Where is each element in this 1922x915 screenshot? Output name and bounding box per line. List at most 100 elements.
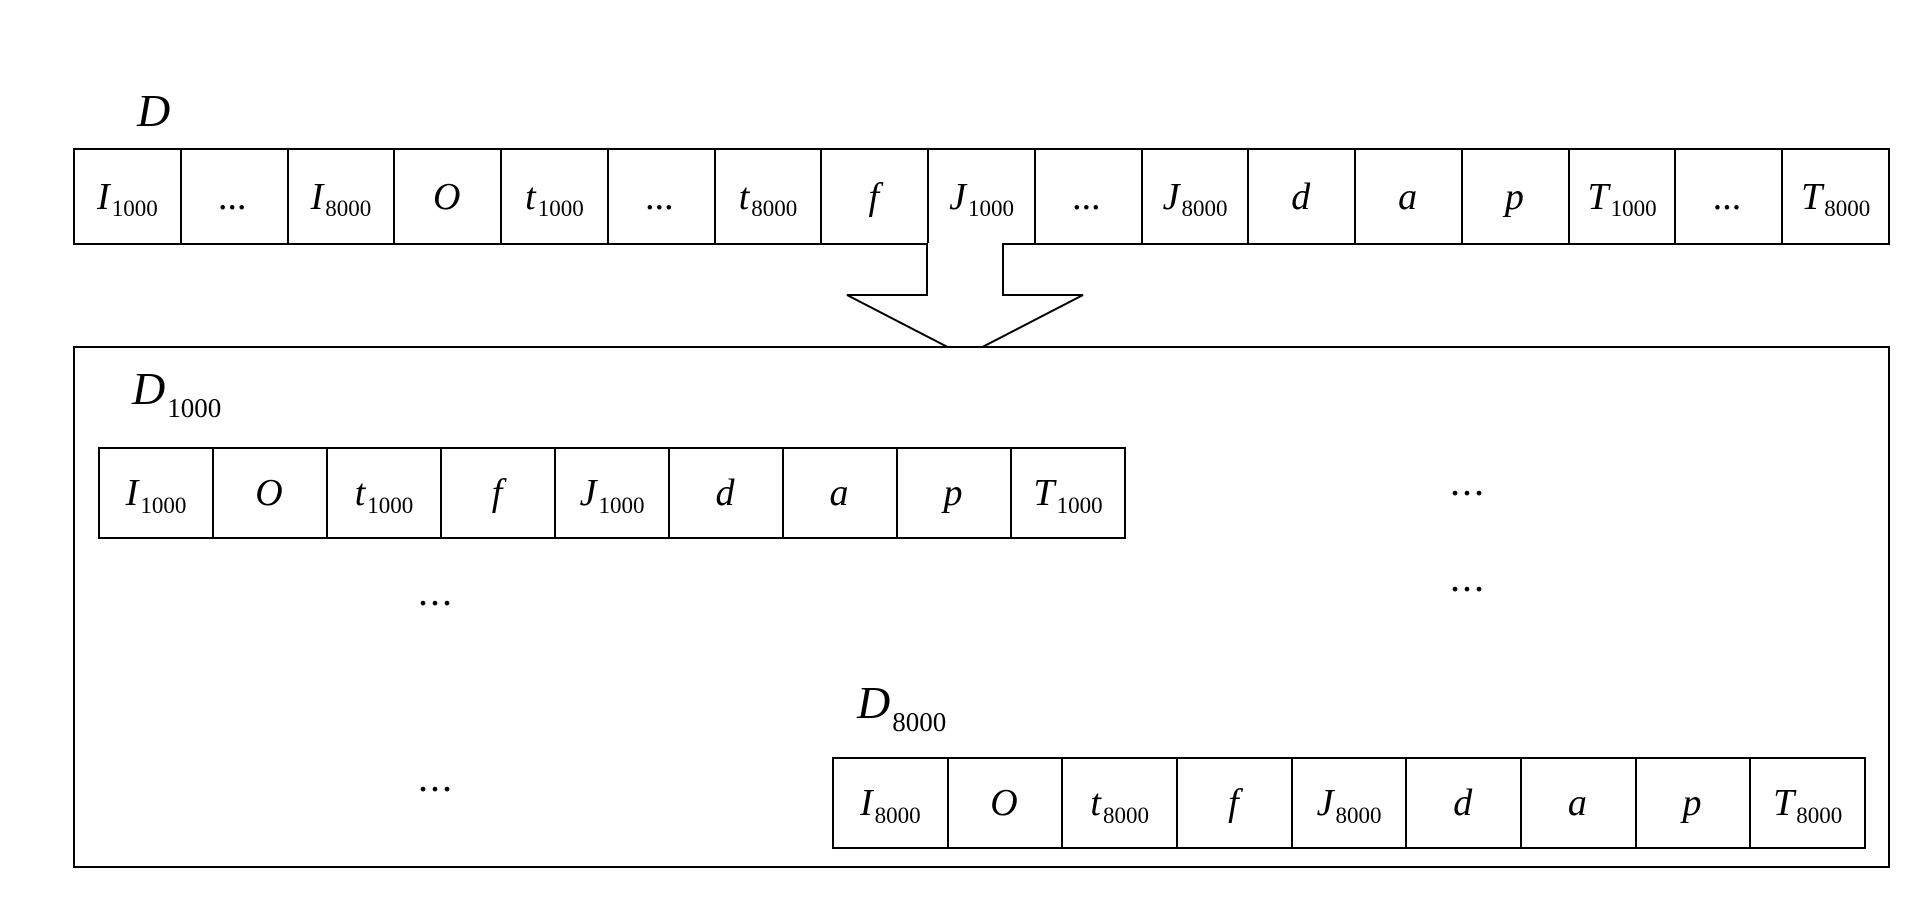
cell-base-text: a [1398,175,1418,218]
cell-base-text: t [1090,782,1101,824]
cell-base-text: f [868,175,880,218]
record-cell: ... [179,148,289,245]
cell-base-text: p [943,472,963,514]
record-cell: f [820,148,930,245]
cell-subscript: 1000 [367,492,414,518]
cell-base-text: ... [1713,175,1743,218]
sub-record-label-subscript: 8000 [892,707,947,737]
cell-base-text: t [738,175,750,218]
cell-base-text: T [1033,472,1055,514]
sub-record-label-d1000: D1000 [132,363,221,422]
cell-subscript: 8000 [1796,802,1843,828]
cell-base-text: I [125,472,139,514]
record-cell: d [1247,148,1357,245]
ellipsis-right-middle: ... [1450,555,1486,600]
cell-subscript: 8000 [1102,802,1149,828]
cell-base-text: t [354,472,366,514]
cell-subscript: 8000 [1181,196,1228,221]
cell-base-text: ... [645,175,675,218]
cell-base-text: f [1228,782,1239,824]
record-cell: p [896,447,1012,539]
record-cell: p [1634,757,1752,849]
record-cell: p [1460,148,1570,245]
record-cell: O [393,148,503,245]
record-cell: a [1520,757,1637,849]
cell-base-text: a [829,472,849,514]
cell-base-text: p [1504,175,1524,218]
ellipsis-right-upper: ... [1450,459,1486,504]
record-cell: f [440,447,556,539]
main-record-label-base: D [137,85,171,136]
cell-subscript: 8000 [325,196,372,221]
record-cell: d [1405,757,1523,849]
ellipsis-left-lower: ... [418,755,454,800]
cell-base-text: I [97,175,110,218]
ellipsis-left-middle: ... [418,569,454,614]
decompose-arrow [845,243,1085,358]
cell-base-text: T [1801,175,1823,218]
cell-subscript: 1000 [140,492,187,518]
cell-subscript: 1000 [967,196,1014,221]
record-cell: ... [1674,148,1784,245]
cell-subscript: 8000 [874,802,921,828]
cell-subscript: 1000 [1610,196,1657,221]
record-cell: f [1176,757,1293,849]
arrow-down-icon [846,243,1084,358]
sub-record-label-d8000: D8000 [857,677,946,736]
record-cell: a [1354,148,1463,245]
sub-record-label-base: D [132,363,166,414]
cell-base-text: f [491,472,503,514]
record-cell: a [782,447,898,539]
cell-base-text: ... [1073,175,1102,218]
record-cell: ... [1033,148,1143,245]
cell-base-text: t [525,175,536,218]
cell-base-text: d [1453,782,1473,824]
cell-base-text: I [310,175,324,218]
record-cell: d [668,447,784,539]
cell-subscript: 8000 [1335,802,1382,828]
cell-subscript: 1000 [1056,492,1103,518]
cell-base-text: J [1316,782,1334,824]
cell-subscript: 8000 [751,196,798,221]
cell-base-text: d [715,472,735,514]
record-cell: ... [606,148,716,245]
sub-record-label-subscript: 1000 [167,393,222,423]
main-record-label: D [137,88,172,134]
cell-base-text: ... [218,175,248,218]
sub-record-label-base: D [857,677,891,728]
cell-base-text: O [432,175,461,218]
cell-base-text: O [990,782,1018,824]
cell-base-text: J [1162,175,1180,218]
cell-base-text: I [860,782,873,824]
cell-base-text: J [579,472,597,514]
cell-base-text: T [1587,175,1609,218]
cell-base-text: p [1682,782,1702,824]
cell-base-text: a [1567,782,1587,824]
record-cell: O [946,757,1064,849]
cell-base-text: O [255,472,283,514]
cell-subscript: 1000 [111,196,158,221]
cell-subscript: 8000 [1824,196,1871,221]
cell-base-text: T [1773,782,1795,824]
cell-subscript: 1000 [598,492,645,518]
cell-base-text: d [1291,175,1311,218]
